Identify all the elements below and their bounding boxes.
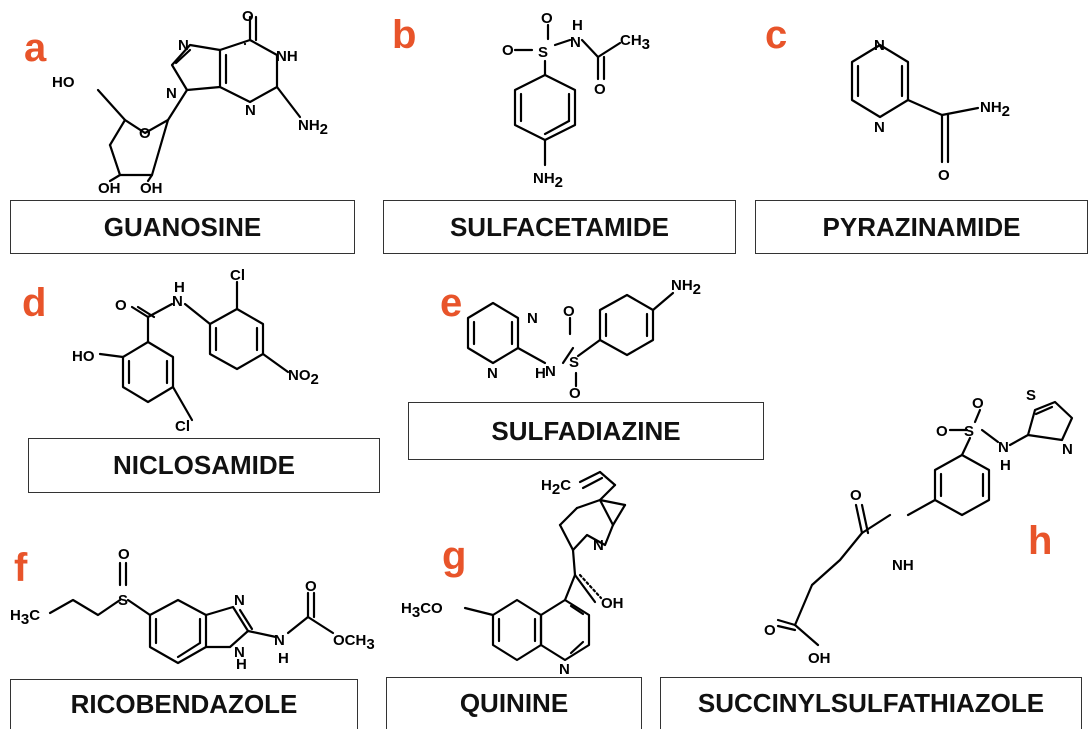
atom-cl: Cl [230, 267, 245, 284]
atom-o: O [972, 395, 984, 412]
name-box-guanosine: GUANOSINE [10, 200, 355, 254]
label-letter-a: a [24, 26, 47, 70]
name-box-ricobendazole: RICOBENDAZOLE [10, 679, 358, 729]
atom-oh: OH [98, 180, 121, 197]
atom-nh2: NH2 [671, 277, 701, 298]
atom-n: N [570, 34, 581, 51]
atom-o: O [139, 125, 151, 142]
atom-s: S [1026, 387, 1036, 404]
atom-n: N [998, 439, 1009, 456]
atom-h: H [572, 17, 583, 34]
atom-n: N [166, 85, 177, 102]
atom-s: S [569, 354, 579, 371]
atom-o: O [569, 385, 581, 402]
label-letter-b: b [392, 13, 417, 57]
atom-o: O [305, 578, 317, 595]
atom-o: O [502, 42, 514, 59]
atom-h: H [535, 365, 546, 382]
atom-n: N [487, 365, 498, 382]
atom-o: O [594, 81, 606, 98]
sulfacetamide-structure: S O O N H CH3 O NH2 [502, 10, 650, 191]
atom-ho: HO [72, 348, 95, 365]
atom-o: O [118, 546, 130, 563]
niclosamide-structure: O N H HO Cl Cl NO2 [72, 267, 319, 435]
atom-ch3: CH3 [620, 32, 650, 53]
atom-h: H [174, 279, 185, 296]
succinylsulfathiazole-structure: S O O N H S N NH O O OH [764, 387, 1074, 667]
atom-h: H [1000, 457, 1011, 474]
ricobendazole-structure: O S H3C N N H N H O OCH3 [10, 546, 375, 673]
atom-n: N [527, 310, 538, 327]
atom-oh: OH [601, 595, 624, 612]
atom-s: S [964, 423, 974, 440]
atom-och3: OCH3 [333, 632, 375, 653]
atom-ho: HO [52, 74, 75, 91]
atom-n: N [1062, 441, 1073, 458]
atom-n: N [234, 644, 245, 661]
atom-n: N [178, 37, 189, 54]
atom-o: O [242, 8, 254, 25]
atom-s: S [118, 592, 128, 609]
atom-o: O [115, 297, 127, 314]
atom-s: S [538, 44, 548, 61]
atom-n: N [874, 119, 885, 136]
atom-n: N [274, 632, 285, 649]
atom-nh2: NH2 [298, 117, 328, 138]
label-letter-g: g [442, 534, 467, 578]
atom-h3co: H3CO [401, 600, 443, 621]
label-letter-c: c [765, 13, 788, 57]
atom-no2: NO2 [288, 367, 319, 388]
atom-cl: Cl [175, 418, 190, 435]
atom-nh: NH [892, 557, 914, 574]
atom-o: O [850, 487, 862, 504]
label-letter-d: d [22, 281, 47, 325]
atom-nh: N [545, 363, 556, 380]
atom-n: N [593, 537, 604, 554]
atom-n: N [234, 592, 245, 609]
atom-o: O [764, 622, 776, 639]
label-letter-e: e [440, 281, 463, 325]
atom-h: H [236, 656, 247, 673]
atom-o: O [938, 167, 950, 184]
guanosine-structure: O N NH N N NH2 O HO OH OH [52, 8, 328, 197]
name-box-niclosamide: NICLOSAMIDE [28, 438, 380, 493]
atom-h2c: H2C [541, 477, 571, 498]
atom-o: O [936, 423, 948, 440]
atom-oh: OH [808, 650, 831, 667]
atom-o: O [563, 303, 575, 320]
quinine-structure: H3CO N OH N H2C [401, 470, 627, 678]
atom-nh2: NH2 [533, 170, 563, 191]
atom-o: O [541, 10, 553, 27]
name-box-sulfacetamide: SULFACETAMIDE [383, 200, 736, 254]
atom-oh: OH [140, 180, 163, 197]
sulfadiazine-structure: N N N H S O O NH2 [466, 277, 701, 402]
pyrazinamide-structure: N N NH2 O [850, 37, 1010, 184]
name-box-succinylsulfathiazole: SUCCINYLSULFATHIAZOLE [660, 677, 1082, 729]
name-box-quinine: QUININE [386, 677, 642, 729]
name-box-pyrazinamide: PYRAZINAMIDE [755, 200, 1088, 254]
atom-n: N [559, 661, 570, 678]
atom-nh: NH [276, 48, 298, 65]
name-box-sulfadiazine: SULFADIAZINE [408, 402, 764, 460]
atom-nh2: NH2 [980, 99, 1010, 120]
atom-n: N [172, 293, 183, 310]
atom-n: N [245, 102, 256, 119]
atom-n: N [874, 37, 885, 54]
atom-h3c: H3C [10, 607, 40, 628]
atom-h: H [278, 650, 289, 667]
label-letter-f: f [14, 546, 28, 590]
label-letter-h: h [1028, 519, 1053, 563]
